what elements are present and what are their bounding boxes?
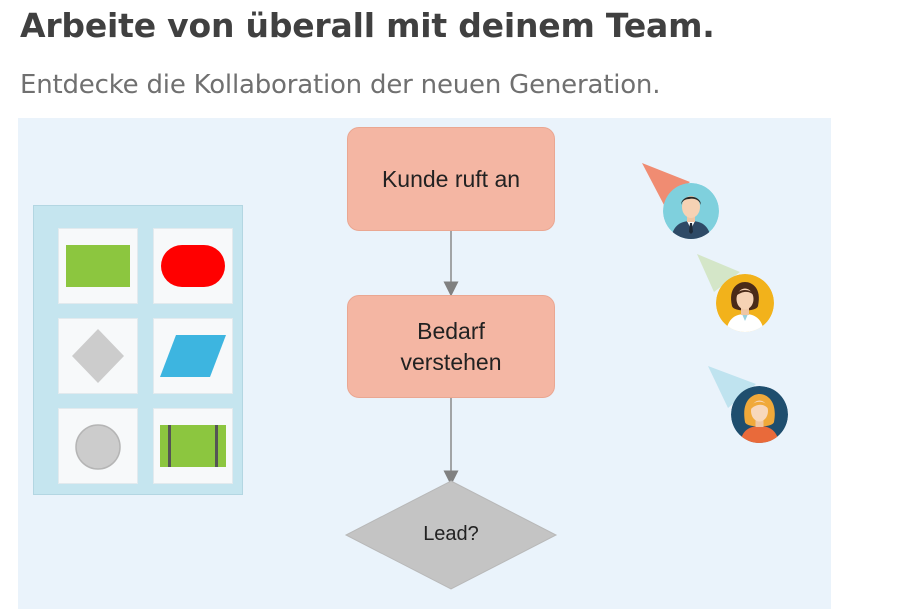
collaborator-avatar-1[interactable] <box>663 183 719 239</box>
diamond-icon <box>72 329 124 383</box>
headline: Arbeite von überall mit deinem Team. <box>20 6 715 45</box>
palette-rectangle[interactable] <box>59 229 137 303</box>
avatar-man-icon <box>663 183 719 239</box>
parallelogram-icon <box>160 335 226 377</box>
shape-palette <box>33 205 243 495</box>
palette-parallelogram[interactable] <box>154 319 232 393</box>
palette-process[interactable] <box>154 409 232 483</box>
collaborator-avatar-3[interactable] <box>731 386 788 443</box>
flow-step-kunde-ruft-an[interactable]: Kunde ruft an <box>347 127 555 231</box>
flow-step-label-line2: verstehen <box>400 348 502 375</box>
flow-step-bedarf-verstehen[interactable]: Bedarf verstehen <box>347 295 555 398</box>
decision-diamond[interactable] <box>344 480 558 590</box>
decision-label: Lead? <box>423 523 479 545</box>
process-icon <box>160 425 226 467</box>
flow-step-label-line1: Bedarf <box>417 317 485 344</box>
rectangle-icon <box>66 245 130 287</box>
cursor-pointer-icon <box>642 163 690 205</box>
palette-rounded-rectangle[interactable] <box>154 229 232 303</box>
cursor-pointer-icon <box>697 254 740 292</box>
collaborator-avatar-2[interactable] <box>716 274 774 332</box>
palette-diamond[interactable] <box>59 319 137 393</box>
palette-circle[interactable] <box>59 409 137 483</box>
subline: Entdecke die Kollaboration der neuen Gen… <box>20 70 661 100</box>
avatar-woman-blonde-icon <box>731 386 788 443</box>
flow-step-label: Kunde ruft an <box>381 165 521 192</box>
flow-step-label: Bedarf verstehen <box>400 316 501 378</box>
circle-icon <box>75 424 121 470</box>
cursor-pointer-icon <box>708 366 756 408</box>
avatar-woman-dark-hair-icon <box>716 274 774 332</box>
rounded-rectangle-icon <box>161 245 225 287</box>
